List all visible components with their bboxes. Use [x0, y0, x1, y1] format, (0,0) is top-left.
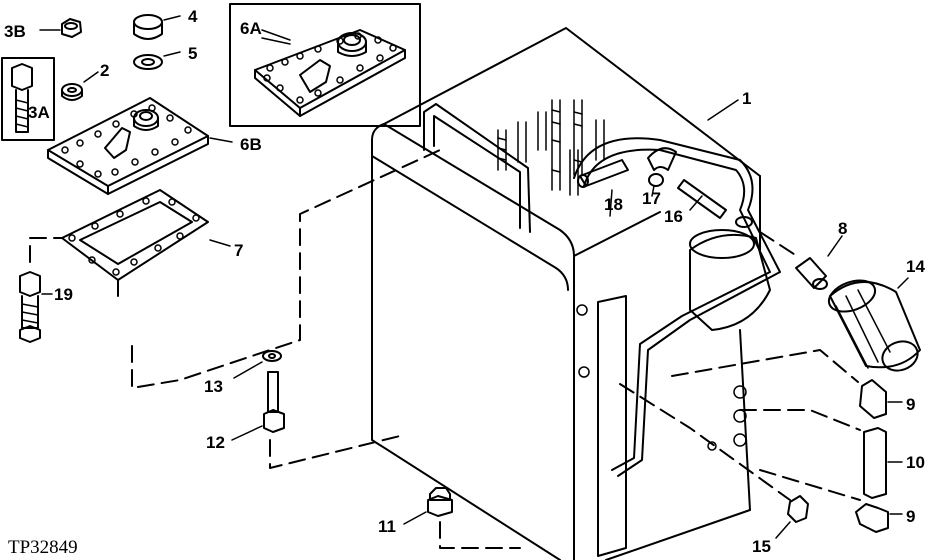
nut-3b	[39, 18, 82, 38]
fitting-19	[19, 271, 53, 343]
callout-9-bottom: 9	[906, 507, 916, 526]
callout-1: 1	[742, 89, 752, 108]
hydraulic-tank	[371, 27, 781, 560]
tube-10	[863, 427, 903, 499]
callout-3b: 3B	[4, 22, 26, 41]
callout-4: 4	[188, 7, 198, 26]
callout-17: 17	[642, 189, 661, 208]
washer-2	[61, 71, 99, 101]
fitting-8	[795, 235, 843, 290]
callout-6b: 6B	[240, 135, 262, 154]
bolt-12-13	[231, 350, 285, 441]
callout-6a: 6A	[240, 19, 262, 38]
plate-6b	[47, 97, 233, 195]
fittings-16-17-18	[577, 147, 727, 219]
callout-19: 19	[54, 285, 73, 304]
callout-18: 18	[604, 195, 623, 214]
cap-4	[133, 14, 181, 40]
plug-11	[403, 487, 453, 525]
drawing-code: TP32849	[8, 537, 78, 558]
callout-16: 16	[664, 207, 683, 226]
callout-12: 12	[206, 433, 225, 452]
callout-14: 14	[906, 257, 925, 276]
seal-5	[133, 51, 181, 70]
callout-11: 11	[378, 517, 396, 536]
inset-6a	[229, 3, 421, 127]
callout-2: 2	[100, 61, 110, 80]
callout-8: 8	[838, 219, 848, 238]
callout-7: 7	[234, 241, 244, 260]
elbow-9-bottom	[855, 503, 903, 533]
bolt-3a	[1, 57, 55, 141]
plug-15	[775, 495, 809, 539]
callout-15: 15	[752, 537, 771, 556]
elbow-9-top	[859, 379, 903, 419]
callout-3a: 3A	[28, 103, 50, 122]
filter-14	[827, 277, 921, 372]
gasket-7	[61, 189, 231, 281]
callout-5: 5	[188, 44, 198, 63]
callout-9-top: 9	[906, 395, 916, 414]
callout-10: 10	[906, 453, 925, 472]
callout-13: 13	[204, 377, 223, 396]
